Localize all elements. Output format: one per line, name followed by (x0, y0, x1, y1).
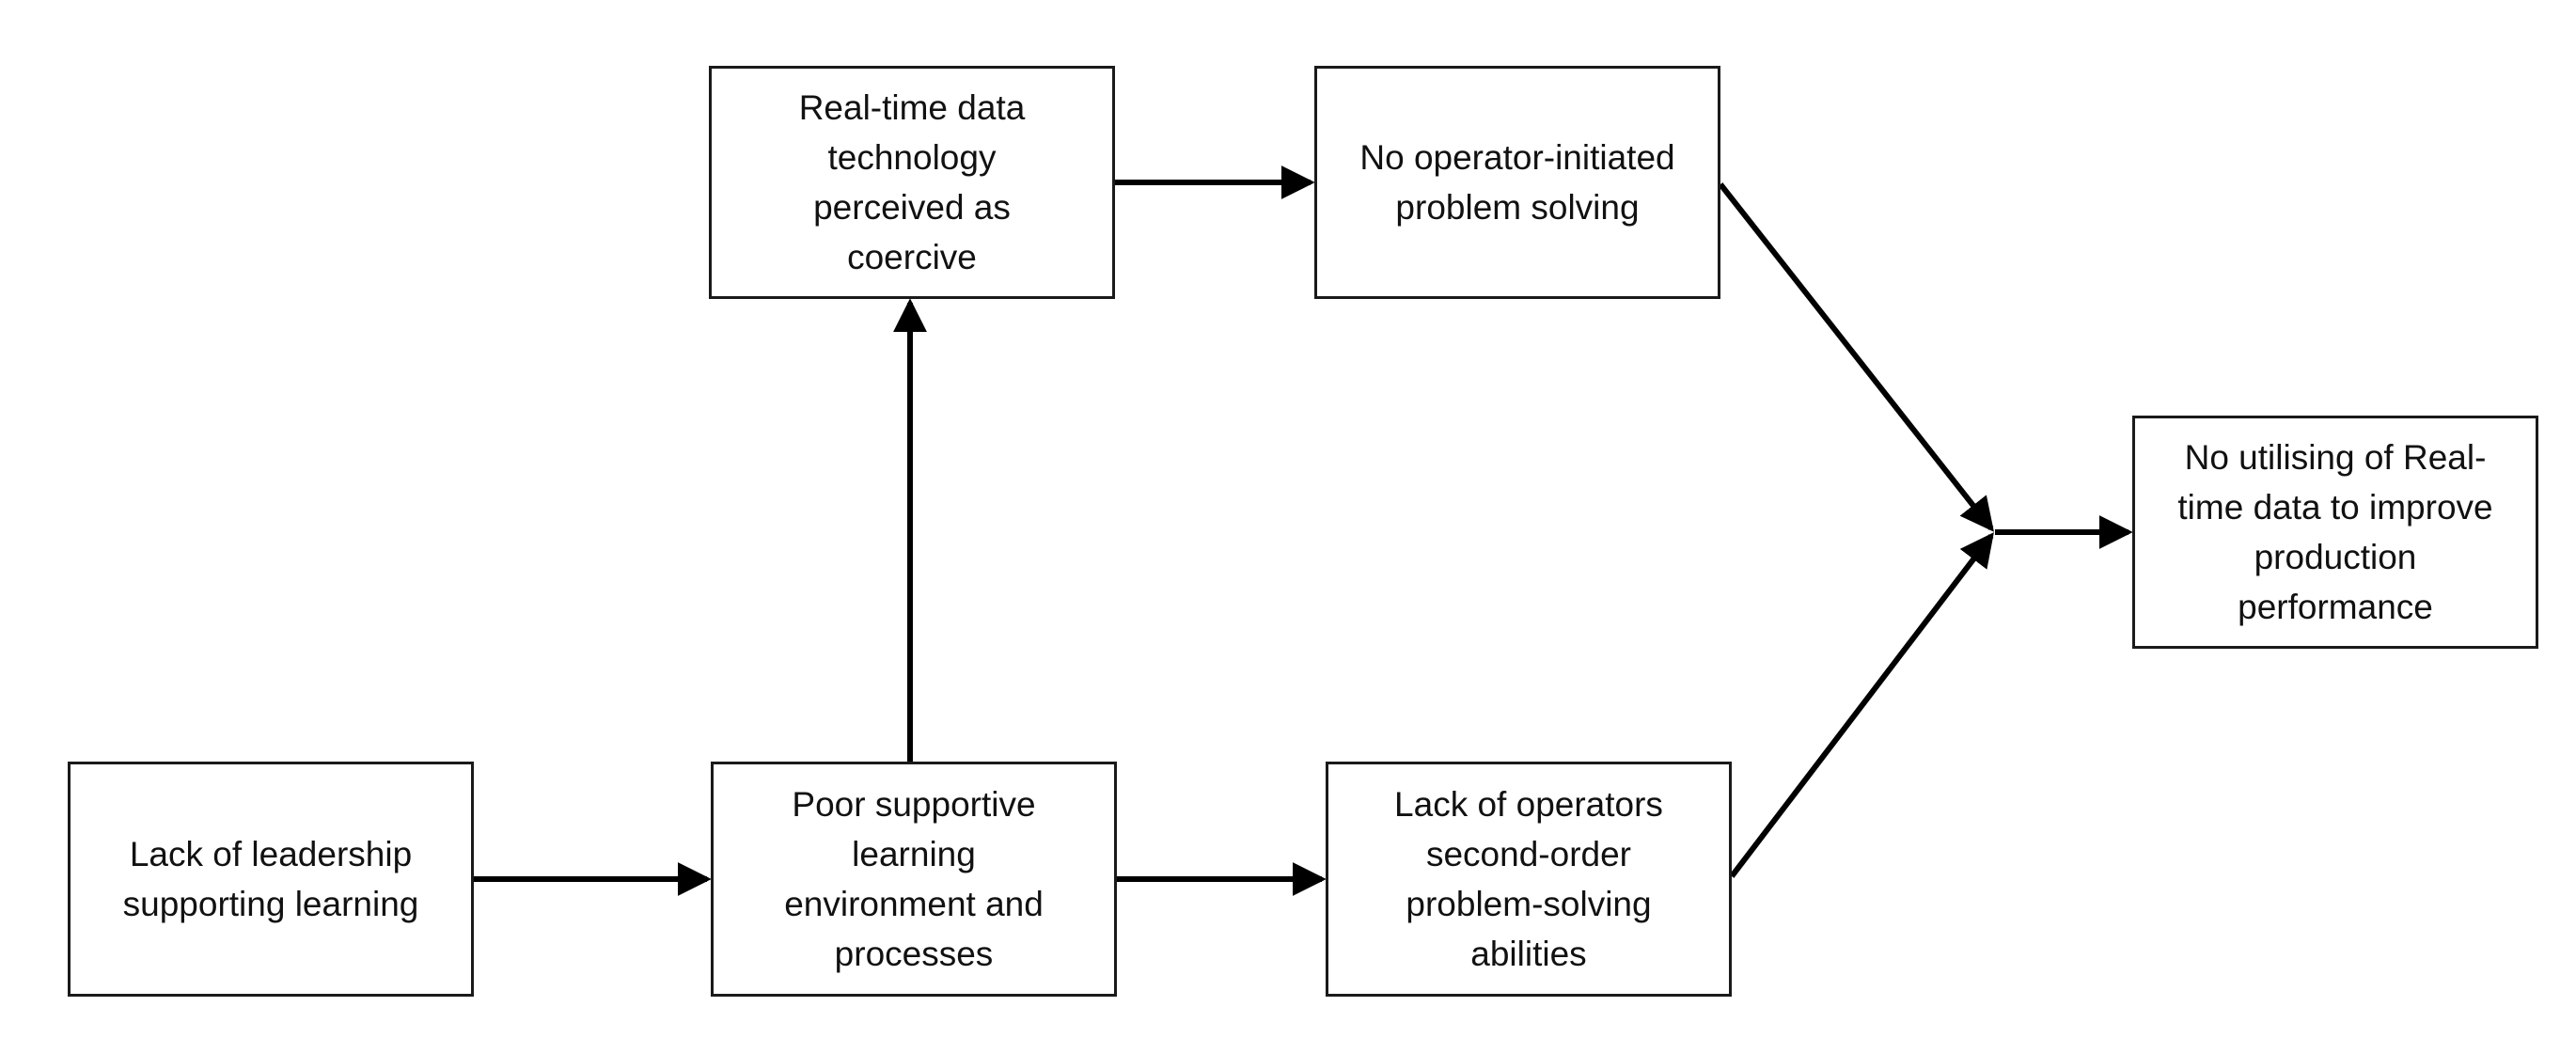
node-realtime-data-coercive: Real-time data technology perceived as c… (709, 66, 1115, 299)
node-no-utilising-realtime-data: No utilising of Real- time data to impro… (2132, 416, 2538, 649)
node-label: Real-time data technology perceived as c… (798, 88, 1026, 276)
node-label: No operator-initiated problem solving (1359, 138, 1675, 227)
arrow-abilities-to-junction (1729, 532, 1994, 878)
node-lack-of-operator-abilities: Lack of operators second-order problem-s… (1326, 762, 1732, 997)
node-label: Lack of operators second-order problem-s… (1394, 785, 1663, 973)
node-label: Lack of leadership supporting learning (122, 835, 419, 923)
node-label: Poor supportive learning environment and… (784, 785, 1044, 973)
node-label: No utilising of Real- time data to impro… (2177, 438, 2493, 626)
node-lack-of-leadership: Lack of leadership supporting learning (68, 762, 474, 997)
arrow-no-problem-solving-to-junction (1718, 182, 1994, 532)
node-no-operator-problem-solving: No operator-initiated problem solving (1314, 66, 1720, 299)
node-poor-learning-environment: Poor supportive learning environment and… (711, 762, 1117, 997)
